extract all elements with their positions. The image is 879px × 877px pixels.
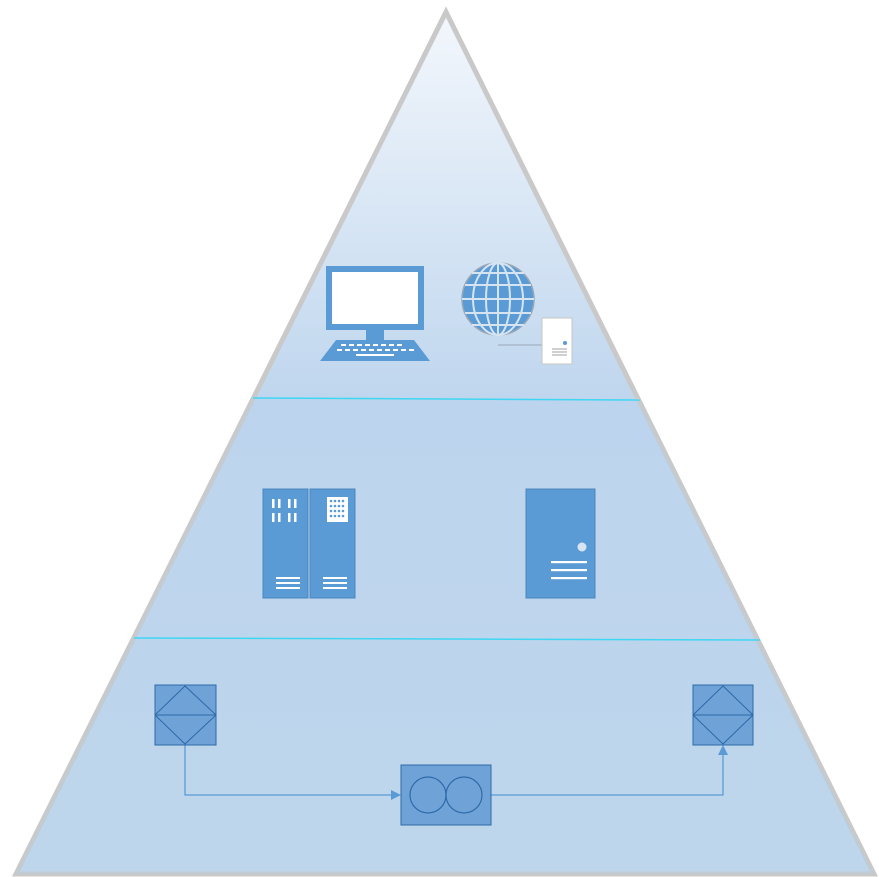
pyramid-body bbox=[11, 6, 879, 877]
network-device-icon bbox=[154, 684, 217, 746]
layer-divider-bottom bbox=[133, 637, 761, 641]
layer-divider-top bbox=[252, 397, 641, 401]
connection-lines bbox=[184, 745, 724, 796]
bottom-layer-band bbox=[16, 639, 874, 874]
tower-server-icon bbox=[525, 488, 596, 599]
storage-tape-icon bbox=[400, 764, 492, 826]
arrowhead-up bbox=[718, 745, 728, 755]
desktop-computer-icon bbox=[320, 266, 430, 361]
arrowhead-right bbox=[391, 790, 401, 800]
rack-server-icon bbox=[262, 488, 356, 599]
middle-layer-band bbox=[16, 399, 874, 639]
network-device-icon bbox=[692, 684, 754, 746]
globe-web-server-icon bbox=[461, 262, 573, 365]
